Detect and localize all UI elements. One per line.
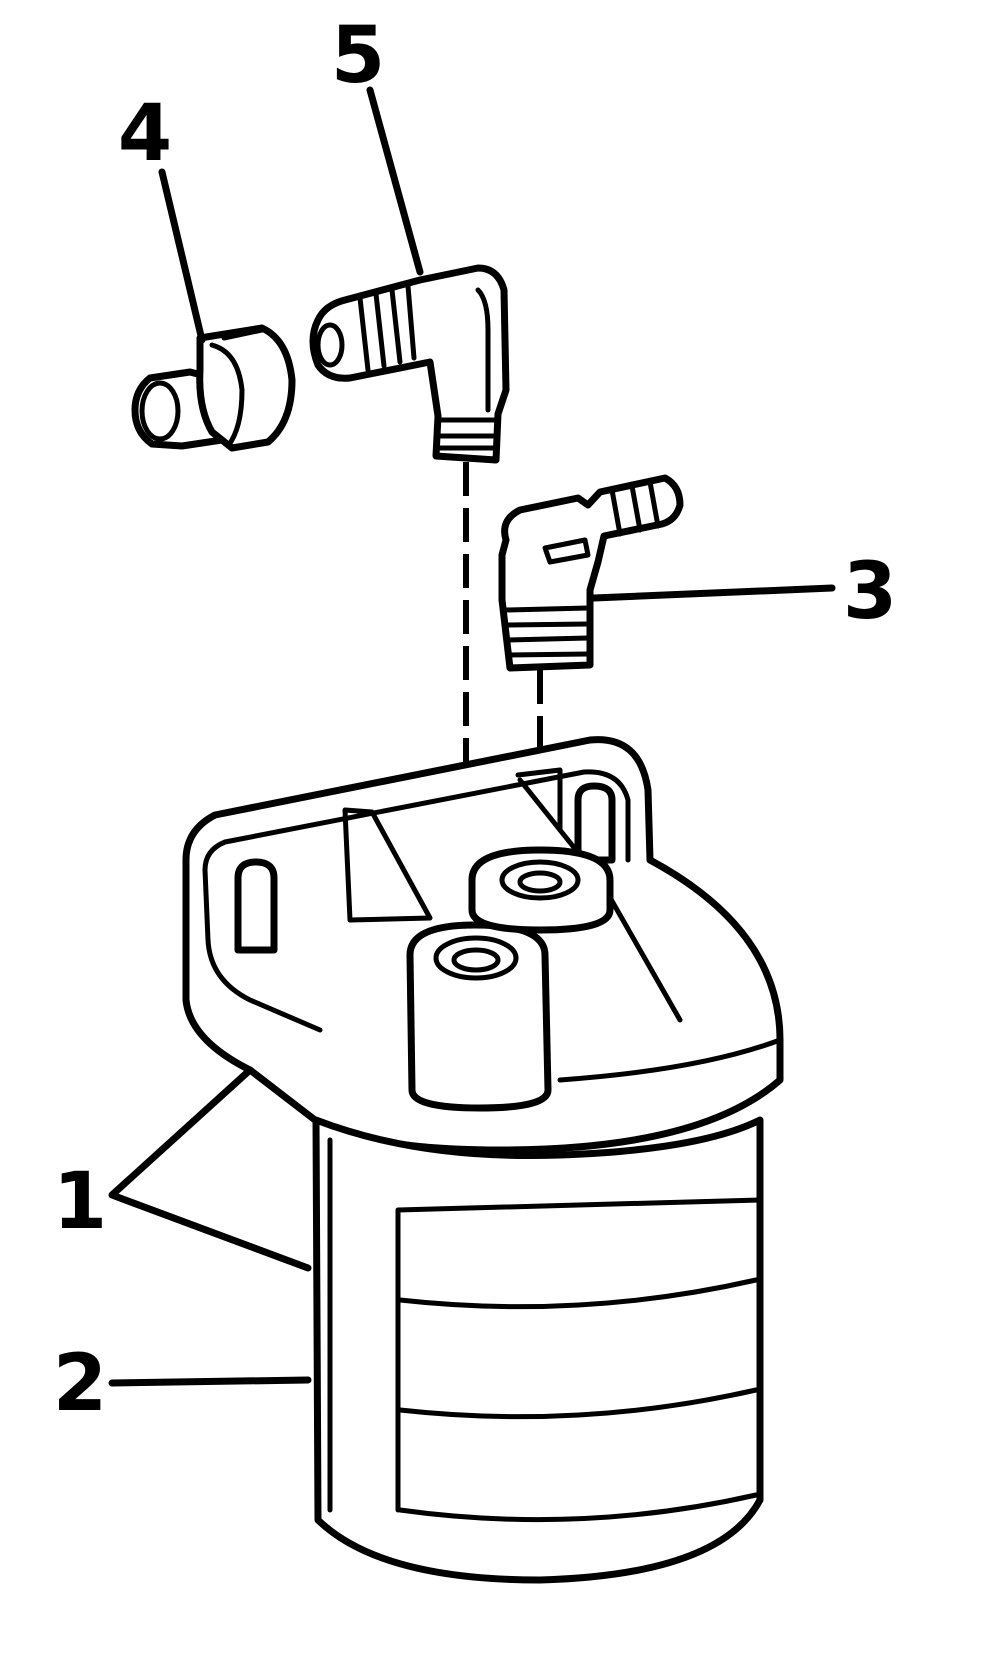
leader-1 <box>108 1066 312 1272</box>
part-3-hose-barb-elbow <box>498 474 684 672</box>
front-port-thread <box>433 935 519 981</box>
right-mount-slot <box>574 782 616 864</box>
part-1-filter-head <box>182 736 784 1154</box>
callout-3: 3 <box>843 547 897 637</box>
leader-3 <box>590 584 836 602</box>
part-5-elbow-fitting <box>309 264 510 464</box>
part-2-filter-cartridge <box>312 1116 764 1584</box>
leader-lines <box>108 86 836 1387</box>
elbow-bore <box>315 322 345 368</box>
callout-1: 1 <box>53 1157 107 1247</box>
callout-5: 5 <box>331 11 385 101</box>
callout-4: 4 <box>118 89 172 179</box>
leader-2 <box>108 1376 312 1387</box>
part-4-flare-nut <box>131 324 296 452</box>
left-mount-slot <box>234 858 278 954</box>
rear-port-thread <box>499 859 581 901</box>
callout-2: 2 <box>53 1339 107 1429</box>
leader-5 <box>366 86 424 276</box>
leader-4 <box>158 168 206 344</box>
nut-bore <box>139 380 181 442</box>
